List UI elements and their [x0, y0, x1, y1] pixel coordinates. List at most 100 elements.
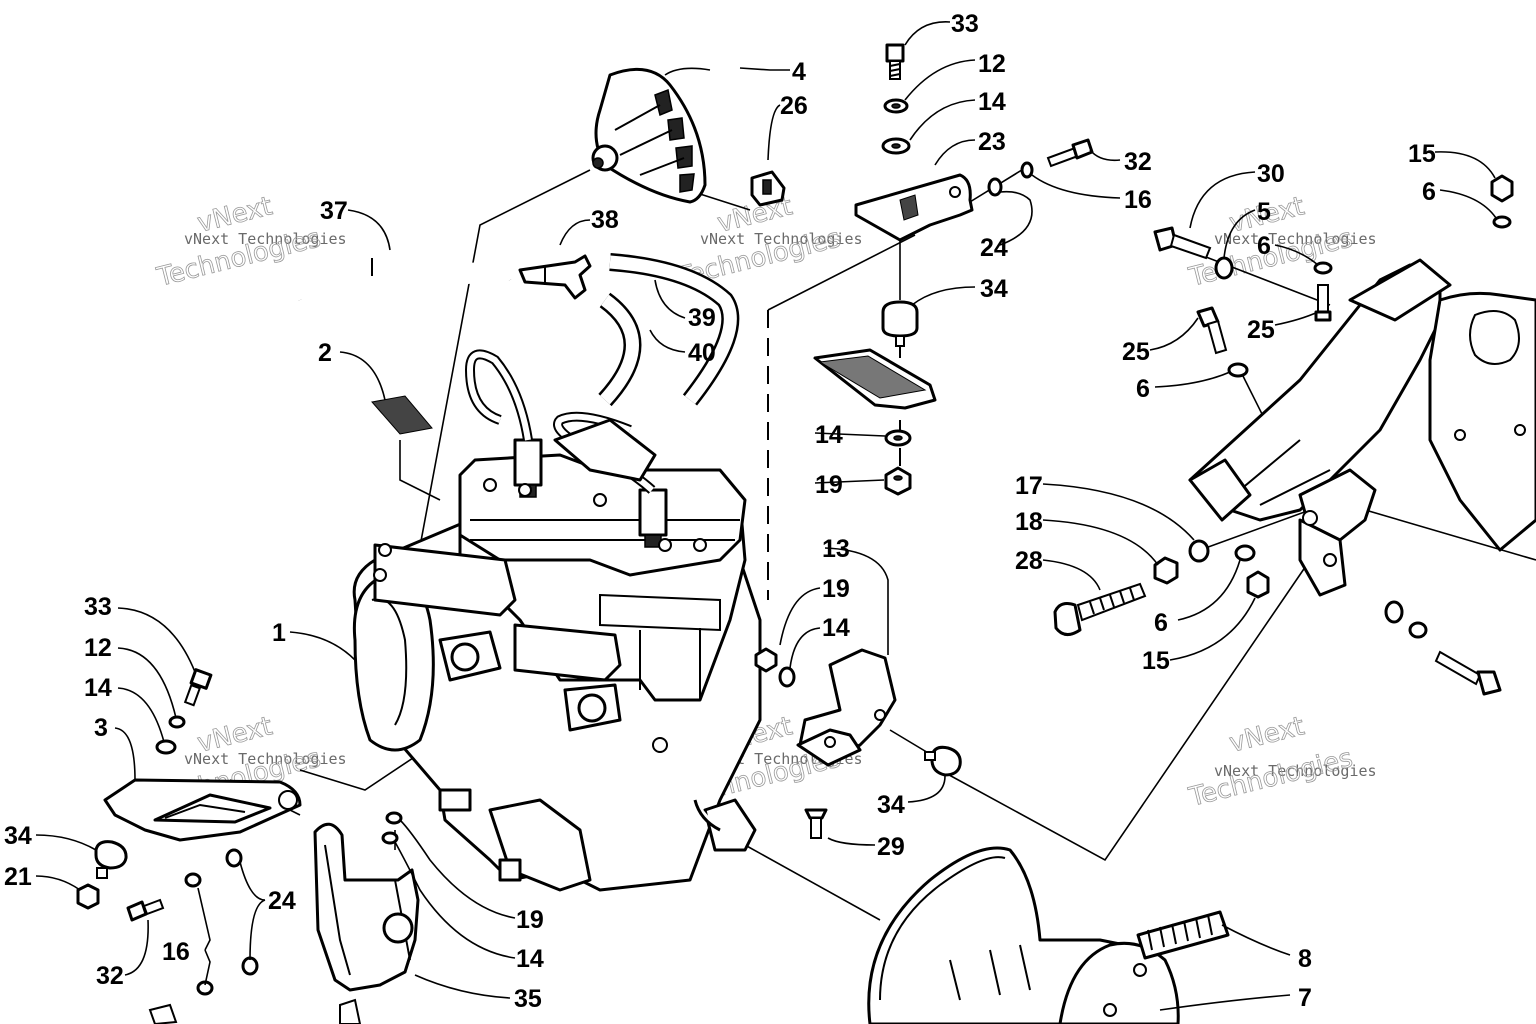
callout-14-lower: 14: [516, 945, 544, 973]
callout-leaders: [35, 21, 1497, 1011]
part-35-chaincase-bracket: [148, 822, 420, 1024]
watermark-bottom-right: vNext vNext Technologies Technologies: [1185, 711, 1377, 814]
part-14-washer-bracket: [778, 666, 796, 688]
callout-23: 23: [978, 128, 1006, 156]
part-12-washer-top: [883, 98, 909, 114]
right-lower-hardware: [1384, 600, 1502, 696]
callout-8: 8: [1298, 945, 1312, 973]
watermark-line: vNext Technologies: [700, 230, 863, 248]
part-33-bolt-top: [885, 43, 905, 80]
part-14-washer-left: [155, 739, 177, 755]
callout-14-center: 14: [815, 421, 843, 449]
callout-14-left: 14: [84, 674, 112, 702]
callout-14-bracket: 14: [822, 614, 850, 642]
watermark-line: vNext Technologies: [184, 230, 347, 248]
callout-12-top: 12: [978, 50, 1006, 78]
callout-26: 26: [780, 92, 808, 120]
watermark-line: vNext Technologies: [1214, 762, 1377, 780]
callout-7: 7: [1298, 984, 1312, 1012]
part-39-hose: [609, 253, 740, 406]
part-16-washers-left: [184, 872, 214, 996]
part-16-washer: [1020, 161, 1034, 179]
part-18-nut: [1153, 556, 1179, 585]
callout-numbers: 4 26 33 12 14 23 32 16 24 34 37 38 39 40…: [4, 10, 1436, 1013]
part-34-rubber-mount-right: [924, 745, 962, 777]
watermark-top-right: vNext vNext Technologies Technologies: [1185, 191, 1377, 294]
callout-24-left: 24: [268, 887, 296, 915]
callout-3: 3: [94, 714, 108, 742]
callout-19-bracket: 19: [822, 575, 850, 603]
callout-16-left: 16: [162, 938, 190, 966]
part-14-washer-center: [884, 429, 912, 447]
part-6-lockwasher-d: [1234, 544, 1256, 562]
callout-33-top: 33: [951, 10, 979, 38]
part-15-nut-top: [1490, 174, 1514, 203]
callout-40: 40: [688, 339, 716, 367]
part-6-lockwasher-c: [1492, 215, 1512, 229]
callout-32-left: 32: [96, 962, 124, 990]
callout-39: 39: [688, 304, 716, 332]
callout-2: 2: [318, 339, 332, 367]
mount-bracket-center: [813, 348, 937, 410]
callout-25-left: 25: [1122, 338, 1150, 366]
part-7-drive-clutch: [867, 846, 1180, 1024]
callout-16-right: 16: [1124, 186, 1152, 214]
part-38-tee-fitting: [518, 254, 592, 300]
watermark-brand: vNext: [1226, 711, 1307, 758]
part-25-bolt-b: [1196, 306, 1228, 355]
watermark-word: Technologies: [1185, 743, 1355, 813]
part-6-lockwasher-a: [1313, 261, 1333, 275]
callout-19-center: 19: [815, 471, 843, 499]
part-4-recoil-cover: [591, 67, 707, 204]
callout-24-right: 24: [980, 234, 1008, 262]
callout-35: 35: [514, 985, 542, 1013]
callout-21: 21: [4, 863, 32, 891]
callout-6-upper: 6: [1257, 232, 1271, 260]
callout-12-left: 12: [84, 634, 112, 662]
part-2-gasket: [371, 395, 433, 435]
part-6-lockwasher-b: [1227, 362, 1249, 378]
part-24-washer: [987, 177, 1003, 197]
part-17-washer: [1188, 539, 1210, 563]
part-3-mount-bracket: [103, 778, 302, 842]
part-14-ring-left: [381, 831, 399, 845]
part-25-bolt-a: [1314, 284, 1332, 322]
part-1-engine: [352, 349, 762, 892]
callout-38: 38: [591, 206, 619, 234]
callout-1: 1: [272, 619, 286, 647]
callout-15-lower: 15: [1142, 647, 1170, 675]
part-26-clip: [750, 170, 786, 207]
callout-18: 18: [1015, 508, 1043, 536]
part-19-nut-bracket: [754, 647, 778, 673]
part-19-ring-left: [385, 811, 403, 825]
part-32-bolt-left: [126, 898, 165, 922]
callout-29: 29: [877, 833, 905, 861]
part-32-bolt-right: [1046, 138, 1094, 168]
callout-33-left: 33: [84, 593, 112, 621]
part-34-rubber-mount-center: [881, 300, 919, 347]
callout-14-top: 14: [978, 88, 1006, 116]
callout-32-right: 32: [1124, 148, 1152, 176]
part-33-bolt-left: [183, 668, 213, 707]
part-8-drive-belt: [1136, 910, 1230, 960]
callout-15-top: 15: [1408, 140, 1436, 168]
part-29-bolt: [804, 808, 828, 839]
part-40-hose: [598, 292, 642, 407]
callout-28: 28: [1015, 547, 1043, 575]
callout-6-mid: 6: [1136, 375, 1150, 403]
watermark-line: vNext Technologies: [1214, 230, 1377, 248]
callout-4: 4: [792, 58, 806, 86]
part-12-washer-left: [168, 715, 186, 729]
part-37-hose: [291, 254, 517, 302]
callout-34-left: 34: [4, 822, 32, 850]
callout-34-right: 34: [877, 791, 905, 819]
part-34-rubber-mount-left: [94, 840, 128, 879]
part-28-adjuster-bolt: [1053, 582, 1147, 636]
callout-30: 30: [1257, 160, 1285, 188]
right-frame-bracket: [1188, 258, 1536, 597]
part-21-nut: [76, 883, 100, 910]
callout-5: 5: [1257, 198, 1271, 226]
part-14-washer-top: [881, 137, 911, 155]
